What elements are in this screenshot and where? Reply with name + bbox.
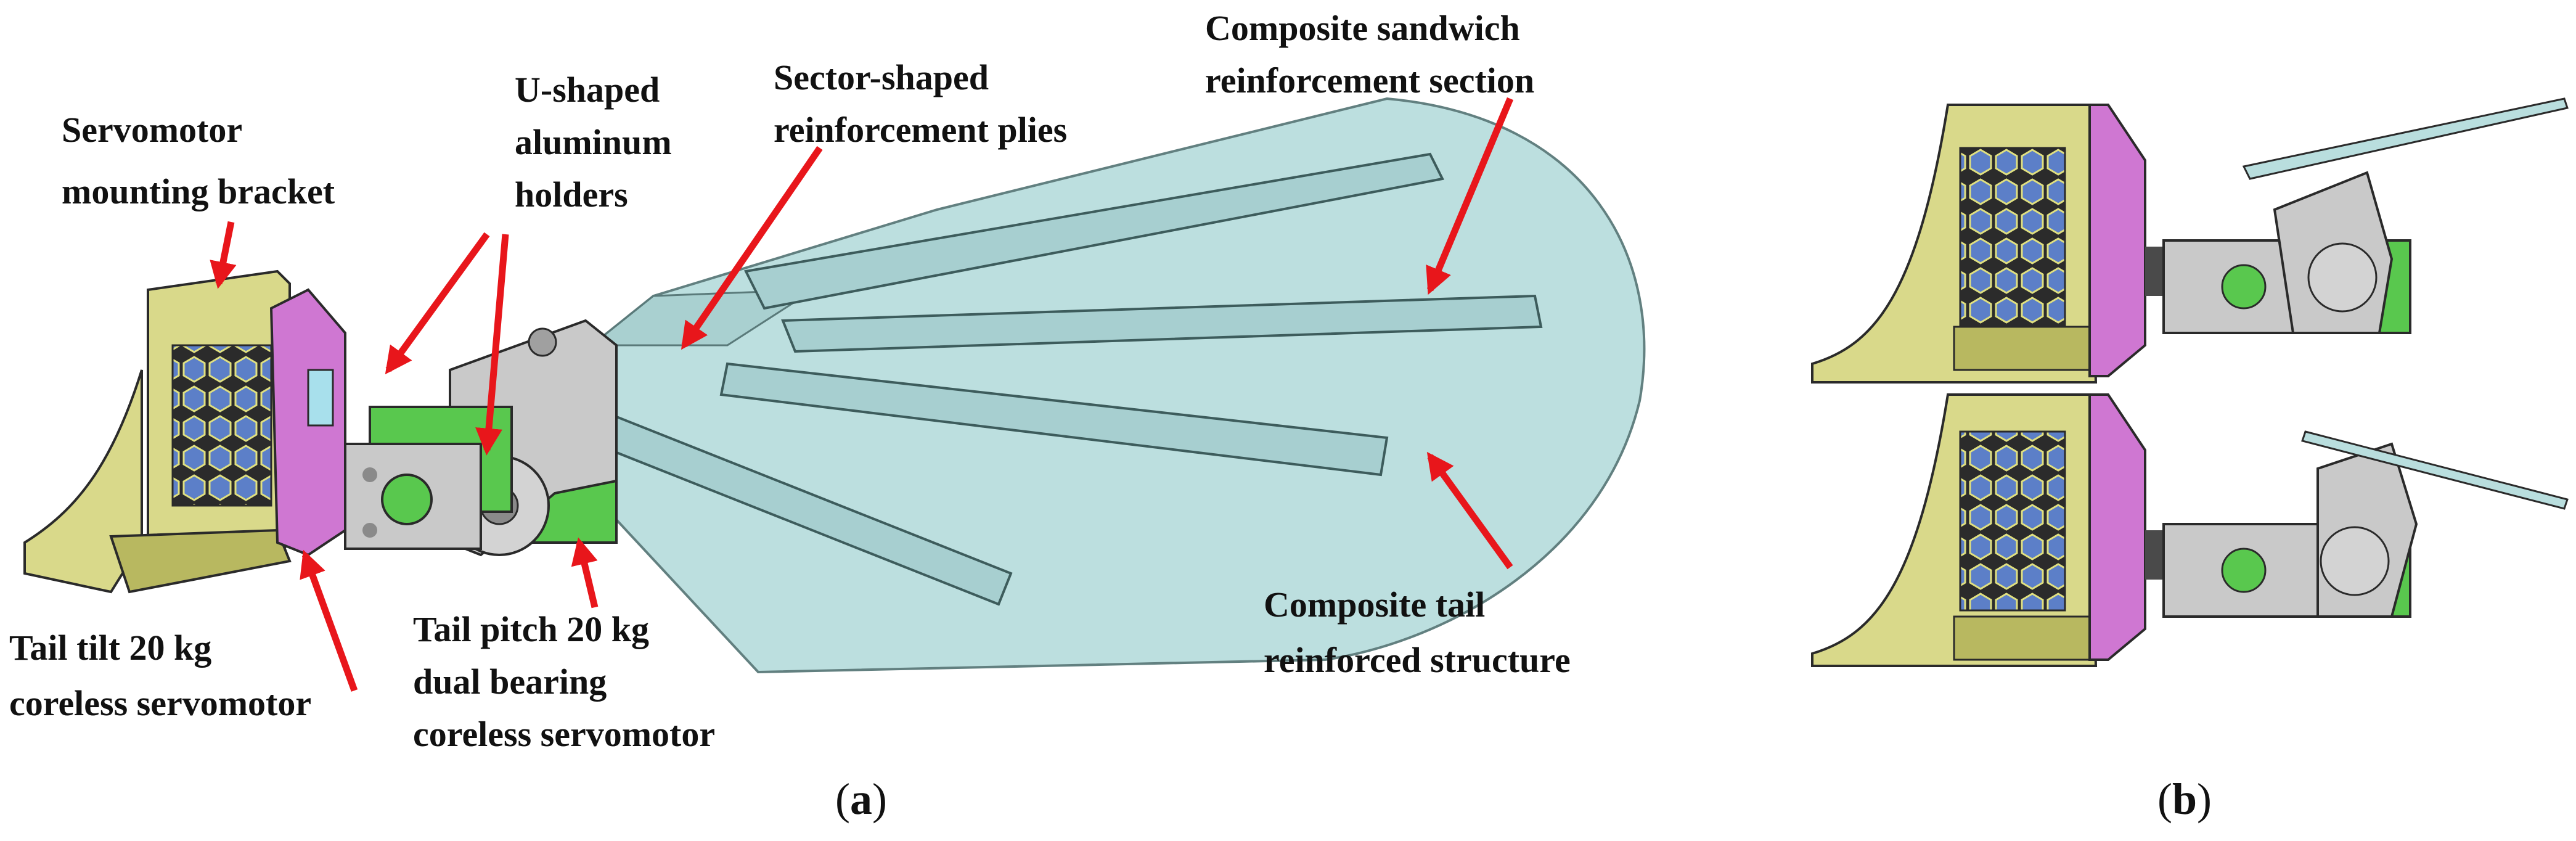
arrow-tail-structure bbox=[1426, 451, 1513, 570]
pitch-bolt bbox=[528, 327, 557, 357]
tilt-screw bbox=[362, 523, 377, 538]
label-mount-bracket: Servomotor mounting bracket bbox=[62, 110, 335, 211]
bottom-shaft bbox=[2145, 530, 2164, 580]
tilt-horn bbox=[381, 474, 433, 525]
label-tilt-servo: Tail tilt 20 kg coreless servomotor bbox=[9, 628, 311, 723]
panel-b-top-assembly bbox=[1811, 97, 2569, 384]
caption-a: (a) bbox=[835, 774, 887, 824]
mounting-bracket bbox=[23, 269, 346, 594]
arrow-sector-plies bbox=[681, 146, 823, 350]
arrow-mount-bracket bbox=[210, 221, 237, 289]
callout-arrows bbox=[210, 97, 1514, 692]
arrow-u-holder-2 bbox=[475, 234, 509, 456]
rib-upper bbox=[744, 152, 1444, 310]
bracket-hex-grid bbox=[171, 344, 272, 507]
tilt-servo-assembly bbox=[344, 406, 513, 550]
arrow-u-holder-1 bbox=[385, 232, 490, 375]
reinforcement-ribs bbox=[578, 152, 1543, 606]
top-pitch-horn bbox=[2307, 242, 2378, 313]
bottom-bracket-foot bbox=[1953, 615, 2097, 661]
bottom-tail-plate bbox=[2301, 430, 2569, 510]
top-magenta-servo bbox=[2088, 104, 2146, 377]
bracket-foot bbox=[109, 528, 292, 594]
bottom-tilt-horn bbox=[2221, 548, 2267, 593]
label-sandwich: Composite sandwich reinforcement section bbox=[1205, 8, 1534, 101]
bottom-pitch-horn bbox=[2320, 526, 2390, 596]
bottom-magenta-servo bbox=[2088, 393, 2146, 661]
caption-b: (b) bbox=[2157, 774, 2212, 824]
panel-b-bottom-assembly bbox=[1811, 393, 2569, 667]
arrow-pitch-servo bbox=[571, 537, 599, 609]
panel-b: (b) bbox=[1811, 97, 2569, 824]
rib-middle bbox=[781, 294, 1543, 353]
arrow-sandwich bbox=[1426, 97, 1514, 295]
rib-lower bbox=[719, 362, 1389, 477]
top-hex-grid bbox=[1959, 147, 2066, 328]
panel-a: Servomotor mounting bracket U-shaped alu… bbox=[9, 8, 1646, 824]
label-u-holders: U-shaped aluminum holders bbox=[515, 70, 681, 215]
top-tilt-horn bbox=[2221, 264, 2267, 310]
servo-label-sticker bbox=[307, 369, 334, 427]
label-sector-plies: Sector-shaped reinforcement plies bbox=[774, 57, 1067, 150]
bottom-hex-grid bbox=[1959, 430, 2066, 612]
label-pitch-servo: Tail pitch 20 kg dual bearing coreless s… bbox=[413, 609, 715, 754]
arrow-tilt-servo bbox=[300, 549, 358, 692]
label-tail-structure: Composite tail reinforced structure bbox=[1264, 585, 1571, 680]
top-tail-plate bbox=[2242, 97, 2569, 180]
top-shaft bbox=[2145, 247, 2164, 296]
top-bracket-foot bbox=[1953, 326, 2097, 371]
tilt-screw bbox=[362, 467, 377, 482]
